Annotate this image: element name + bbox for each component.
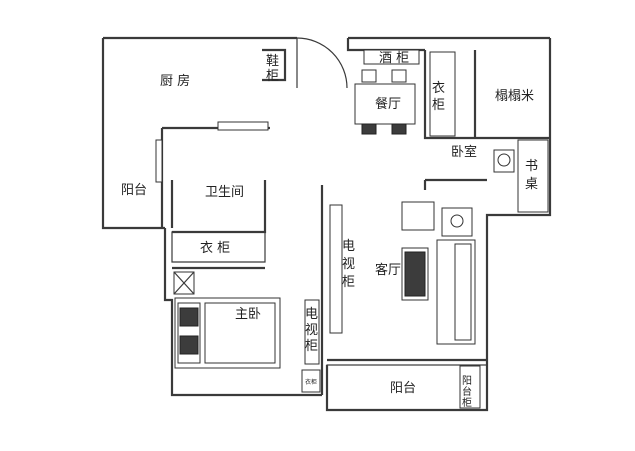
- living-tv-label-3: 柜: [342, 275, 355, 290]
- balcony-cabinet-label-3: 柜: [462, 396, 472, 409]
- kitchen-label: 厨 房: [160, 73, 190, 89]
- entry-door-arc: [296, 37, 348, 89]
- west-balcony-window: [155, 139, 163, 183]
- bedroom-wardrobe: [429, 51, 456, 137]
- living-tv-label-1: 电: [342, 239, 355, 254]
- dining-label: 餐厅: [375, 96, 401, 112]
- shoe-cabinet-label-1: 鞋: [266, 53, 279, 69]
- master-bedroom-label: 主卧: [235, 307, 261, 322]
- south-balcony: [326, 364, 488, 411]
- balcony-cabinet-label-2: 台: [462, 385, 472, 398]
- desk: [493, 139, 549, 213]
- master-tv-label-3: 柜: [305, 339, 318, 354]
- wine-cabinet-label: 酒 柜: [379, 51, 409, 66]
- living-tv-cabinet: [329, 204, 343, 334]
- living-sofa: [401, 201, 476, 345]
- desk-label-2: 桌: [525, 177, 538, 192]
- balcony-cabinet-label-1: 阳: [462, 375, 472, 387]
- small-cabinet: [301, 369, 321, 393]
- master-tv-label-2: 视: [305, 323, 318, 338]
- master-wardrobe-label: 衣 柜: [200, 240, 230, 256]
- kitchen-counter: [217, 121, 269, 131]
- master-tv-label-1: 电: [305, 307, 318, 322]
- desk-label-1: 书: [525, 159, 538, 174]
- tatami-label: 榻榻米: [495, 89, 534, 104]
- shoe-cabinet-label-2: 柜: [266, 69, 279, 84]
- living-tv-label-2: 视: [342, 257, 355, 272]
- bedroom-wardrobe-label-1: 衣: [432, 80, 445, 96]
- dining-table: [354, 69, 416, 135]
- west-balcony-label: 阳台: [121, 183, 147, 198]
- bedroom-wardrobe-label-2: 柜: [432, 98, 445, 113]
- balcony-cabinet: [459, 365, 481, 409]
- bedroom-label: 卧室: [451, 144, 477, 160]
- walls: [101, 36, 552, 412]
- living-label: 客厅: [375, 262, 401, 278]
- wine-cabinet: [363, 49, 420, 65]
- small-cabinet-label: 衣柜: [305, 378, 317, 386]
- south-balcony-label: 阳台: [390, 381, 416, 396]
- master-tv-cabinet: [304, 299, 320, 365]
- bathroom-label: 卫生间: [205, 185, 244, 200]
- master-bed: [173, 271, 281, 369]
